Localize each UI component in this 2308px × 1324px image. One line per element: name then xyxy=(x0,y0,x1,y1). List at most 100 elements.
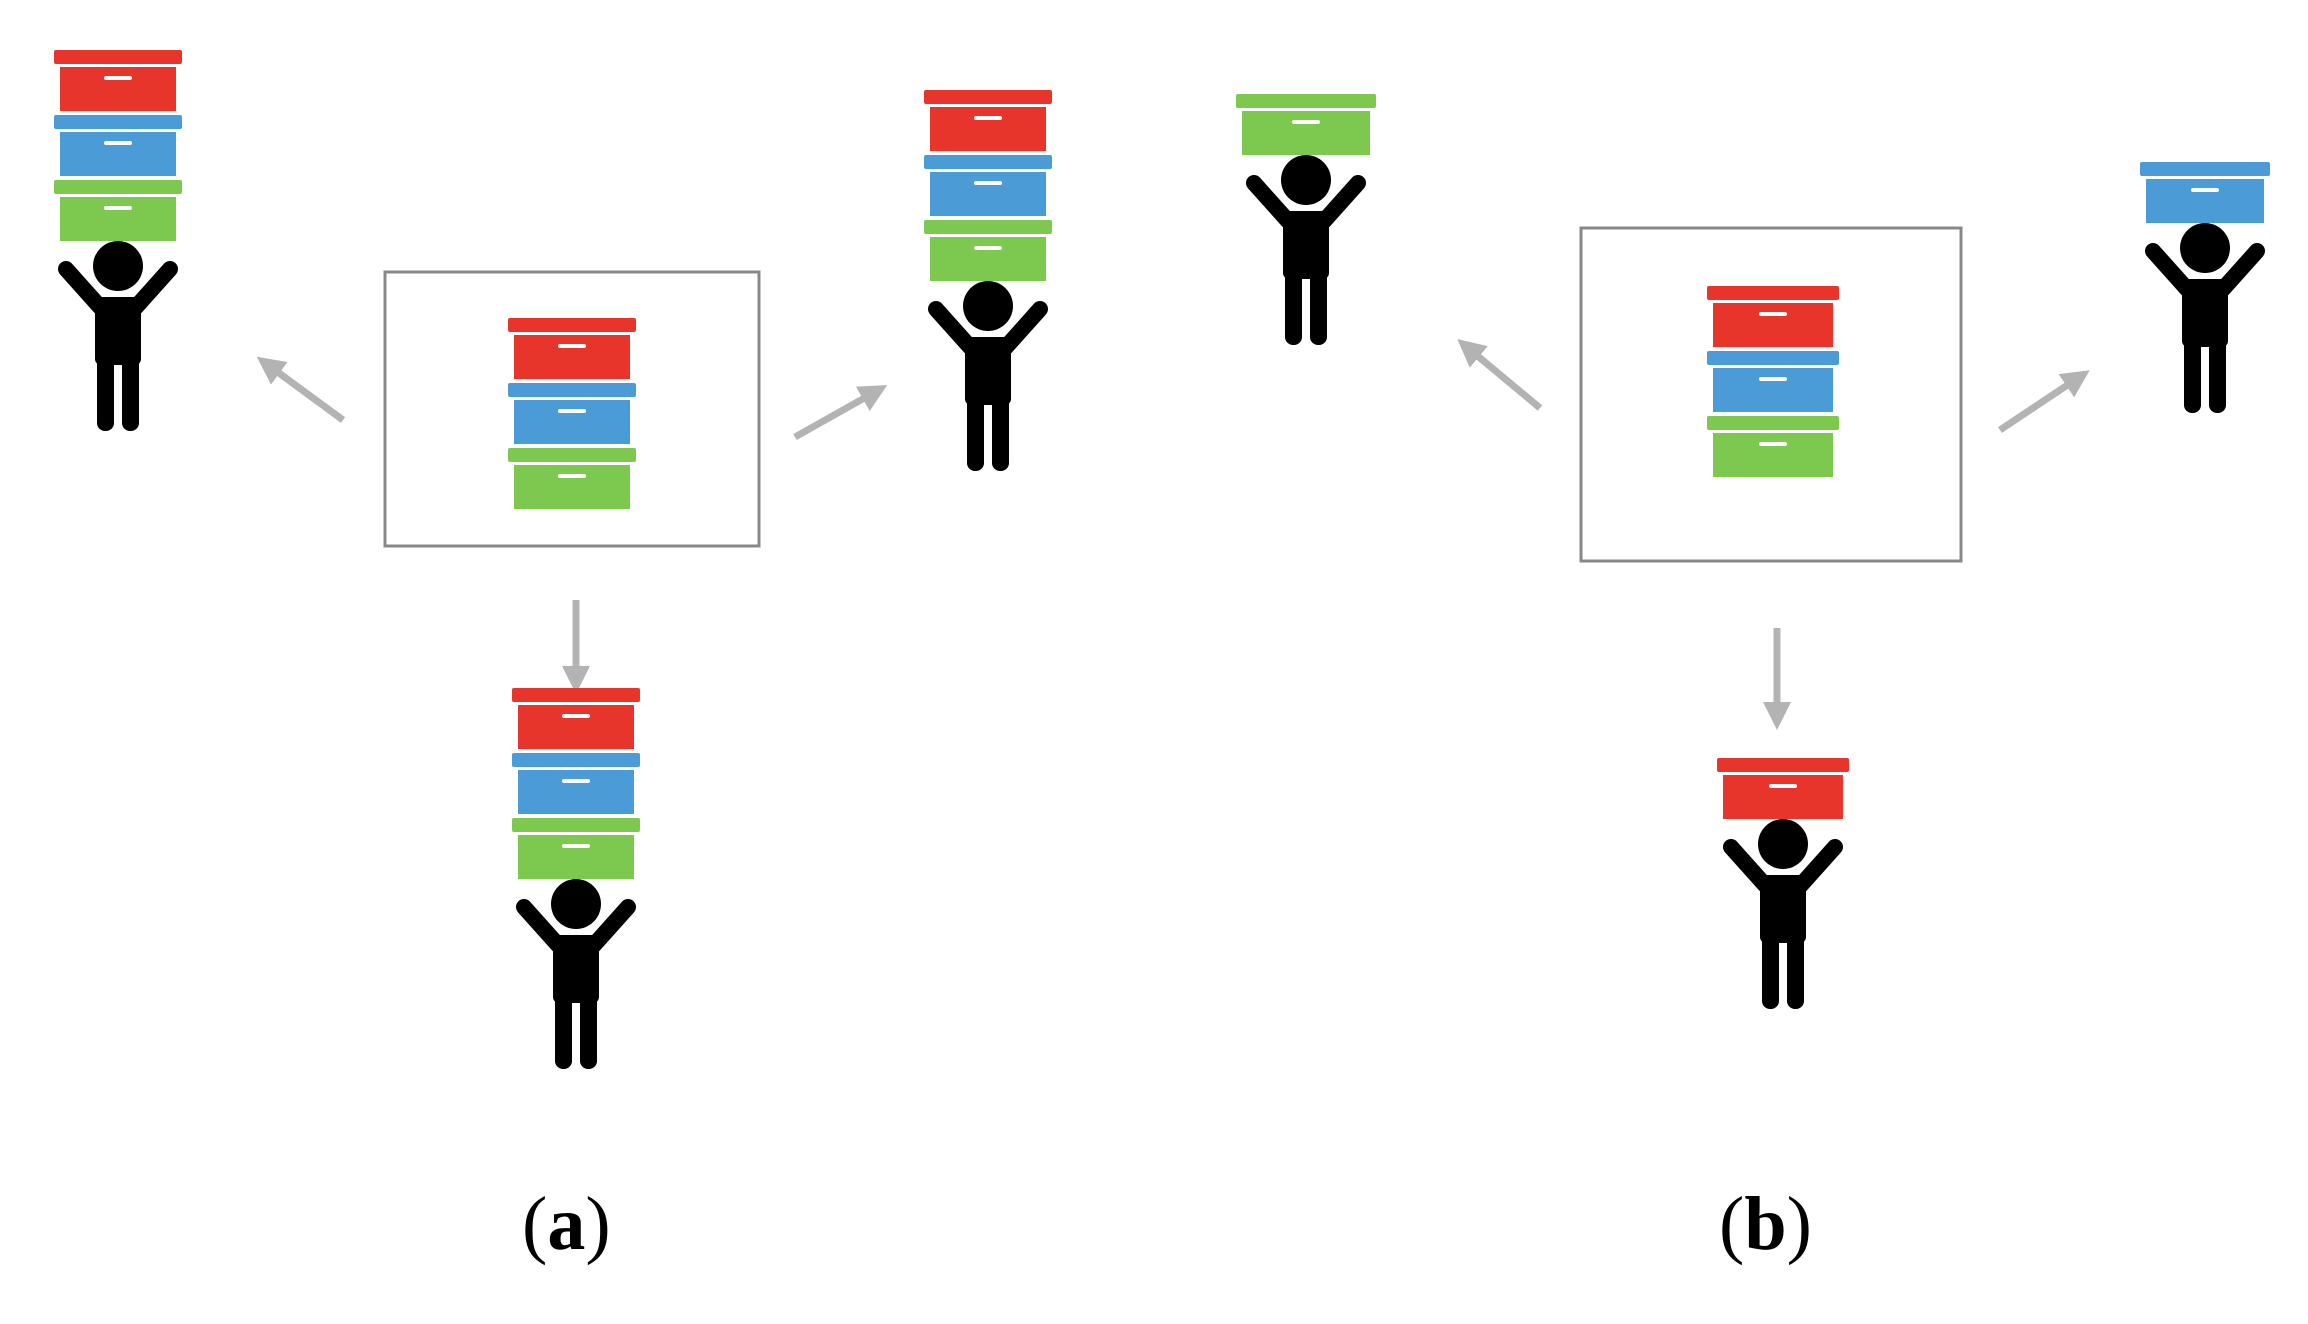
box-handle xyxy=(104,206,132,210)
panel-b-down-person-icon xyxy=(1723,819,1843,1009)
panel-a-source-stack xyxy=(508,318,636,509)
box-lid xyxy=(924,90,1052,104)
panel-a xyxy=(54,50,1052,1069)
panel-a-up-right-box-green xyxy=(924,220,1052,281)
box-lid xyxy=(924,220,1052,234)
person-torso xyxy=(553,935,599,1003)
person-right-arm xyxy=(1316,175,1366,229)
box-handle xyxy=(562,714,590,718)
box-handle xyxy=(1769,784,1797,788)
box-body xyxy=(930,107,1046,151)
box-handle xyxy=(558,344,586,348)
panel-a-label-text: a xyxy=(547,1182,586,1266)
box-handle xyxy=(974,116,1002,120)
person-torso xyxy=(1760,875,1806,943)
person-left-leg xyxy=(2184,335,2201,413)
panel-a-output-down xyxy=(512,688,640,1069)
person-left-leg xyxy=(97,353,114,431)
box-lid xyxy=(54,50,182,64)
box-handle xyxy=(2191,188,2219,192)
box-body xyxy=(514,465,630,509)
person-right-leg xyxy=(580,991,597,1069)
person-right-arm xyxy=(998,301,1048,355)
box-body xyxy=(1723,775,1843,819)
person-right-leg xyxy=(2209,335,2226,413)
panel-a-up-right-person-icon xyxy=(928,281,1048,471)
box-lid xyxy=(508,448,636,462)
box-lid xyxy=(512,753,640,767)
person-torso xyxy=(1283,211,1329,279)
box-lid xyxy=(1717,758,1849,772)
person-head xyxy=(1281,155,1331,205)
panel-b-label: (b) xyxy=(1719,1182,1812,1266)
person-head xyxy=(1758,819,1808,869)
box-body xyxy=(930,237,1046,281)
panel-a-output-up-right xyxy=(924,90,1052,471)
panel-a-up-left-person-icon xyxy=(58,241,178,431)
person-right-arm xyxy=(1793,839,1843,893)
box-handle xyxy=(558,474,586,478)
box-lid xyxy=(508,383,636,397)
panel-a-up-right-box-red xyxy=(924,90,1052,151)
person-left-arm xyxy=(1246,175,1296,229)
person-left-arm xyxy=(1723,839,1773,893)
box-handle xyxy=(974,246,1002,250)
box-handle xyxy=(562,844,590,848)
panel-a-output-up-left xyxy=(54,50,182,431)
panel-a-arrow-up-right xyxy=(793,385,888,441)
panel-a-down-box-red xyxy=(512,688,640,749)
person-head xyxy=(2180,223,2230,273)
panel-b-arrow-up-right xyxy=(1998,370,2090,433)
box-body xyxy=(518,705,634,749)
person-left-arm xyxy=(516,899,566,953)
box-lid xyxy=(2140,162,2270,176)
panel-b-up-right-box-blue xyxy=(2140,162,2270,223)
person-torso xyxy=(2182,279,2228,347)
box-lid xyxy=(1707,416,1839,430)
panel-b-source-frame xyxy=(1579,226,1963,563)
box-handle xyxy=(1759,442,1787,446)
person-right-leg xyxy=(1787,931,1804,1009)
panel-b-output-up-left xyxy=(1236,94,1376,345)
box-lid xyxy=(1707,286,1839,300)
person-left-leg xyxy=(1762,931,1779,1009)
box-handle xyxy=(1759,312,1787,316)
box-handle xyxy=(562,779,590,783)
box-body xyxy=(60,132,176,176)
box-lid xyxy=(512,688,640,702)
panel-a-up-left-box-green xyxy=(54,180,182,241)
panel-b-output-up-right xyxy=(2140,162,2270,413)
box-lid xyxy=(54,115,182,129)
panel-b-source-box-blue xyxy=(1707,351,1839,412)
box-handle xyxy=(558,409,586,413)
person-head xyxy=(93,241,143,291)
box-body xyxy=(518,835,634,879)
box-lid xyxy=(512,818,640,832)
panel-a-source-box-red xyxy=(508,318,636,379)
person-right-leg xyxy=(122,353,139,431)
person-head xyxy=(963,281,1013,331)
box-handle xyxy=(104,76,132,80)
panel-b-output-down xyxy=(1717,758,1849,1009)
panel-b-arrow-up-left xyxy=(1457,339,1543,411)
person-right-leg xyxy=(1310,267,1327,345)
person-left-leg xyxy=(1285,267,1302,345)
person-right-arm xyxy=(128,261,178,315)
box-handle xyxy=(1759,377,1787,381)
panel-a-label: (a) xyxy=(522,1182,611,1266)
person-right-arm xyxy=(2215,243,2265,297)
panel-b-source-stack xyxy=(1707,286,1839,477)
panel-b-source-box-red xyxy=(1707,286,1839,347)
panel-a-source-box-green xyxy=(508,448,636,509)
panel-b-source-box-green xyxy=(1707,416,1839,477)
box-handle xyxy=(1292,120,1320,124)
person-right-leg xyxy=(992,393,1009,471)
box-body xyxy=(1242,111,1370,155)
panel-b-up-left-person-icon xyxy=(1246,155,1366,345)
person-head xyxy=(551,879,601,929)
box-body xyxy=(2146,179,2264,223)
panel-b xyxy=(1236,94,2270,1009)
panel-b-up-right-person-icon xyxy=(2145,223,2265,413)
panel-a-down-person-icon xyxy=(516,879,636,1069)
